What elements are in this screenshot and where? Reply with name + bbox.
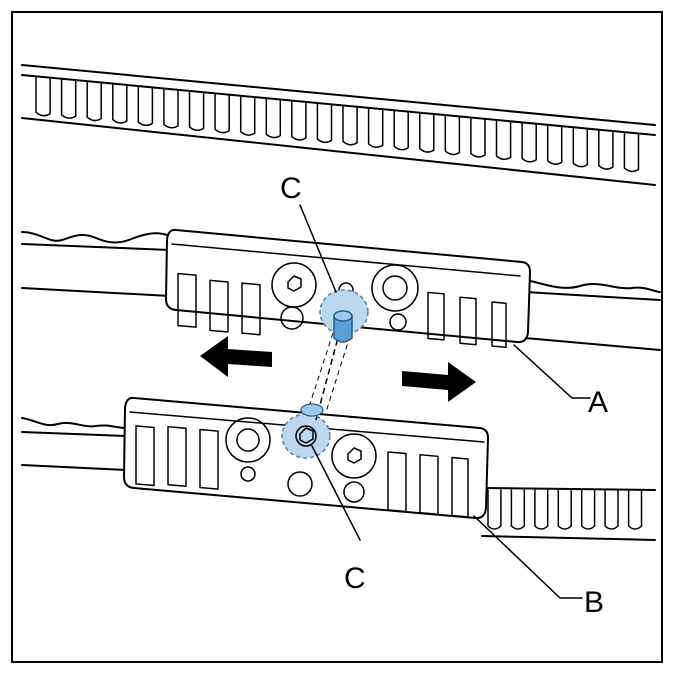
slots-b-left xyxy=(135,425,219,490)
top-timing-belt xyxy=(21,64,656,186)
hex-screw-b2-icon xyxy=(347,447,362,464)
middle-timing-belt xyxy=(21,231,661,351)
pin-centerline xyxy=(315,329,341,421)
arrow-left-icon xyxy=(200,336,272,377)
pin-icon xyxy=(333,310,353,343)
slots-a-right xyxy=(427,291,507,349)
screw-hole-b1 xyxy=(225,417,271,463)
callout-c-bottom: C xyxy=(344,562,366,595)
leader-c-top xyxy=(299,204,337,293)
clamp-plate-a xyxy=(165,228,531,349)
slots-a-left xyxy=(177,272,261,336)
leader-a xyxy=(513,344,591,399)
leader-b xyxy=(473,515,583,599)
hex-screw-c-icon xyxy=(299,427,314,444)
callout-c-top: C xyxy=(280,172,302,205)
hex-screw-a1-icon xyxy=(287,275,302,292)
highlight-hole-lower xyxy=(281,413,331,459)
slots-b-right xyxy=(387,451,469,518)
arrow-right-icon xyxy=(402,362,476,402)
pin-assembly xyxy=(281,289,369,459)
callout-b: B xyxy=(584,586,604,619)
leader-c-bottom xyxy=(311,445,361,541)
screw-hole-b2 xyxy=(331,433,377,479)
lower-timing-belt xyxy=(21,417,656,541)
callout-a: A xyxy=(588,386,608,419)
screw-hole-a2 xyxy=(371,264,419,312)
